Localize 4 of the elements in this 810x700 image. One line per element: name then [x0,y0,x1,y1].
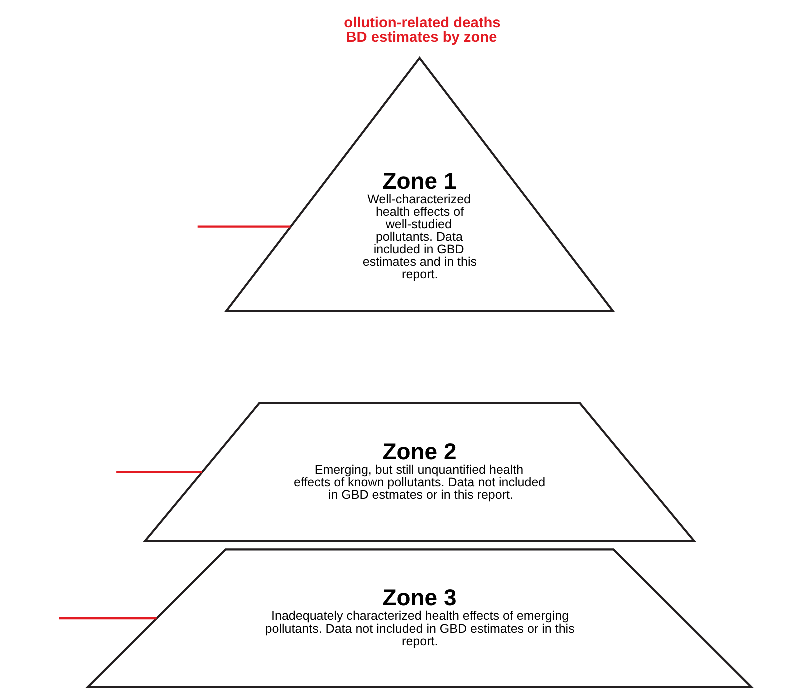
connector [116,471,202,474]
connector [59,618,157,620]
label: ollution-related deaths BD estimates by zone [344,15,501,46]
connector [198,226,291,228]
